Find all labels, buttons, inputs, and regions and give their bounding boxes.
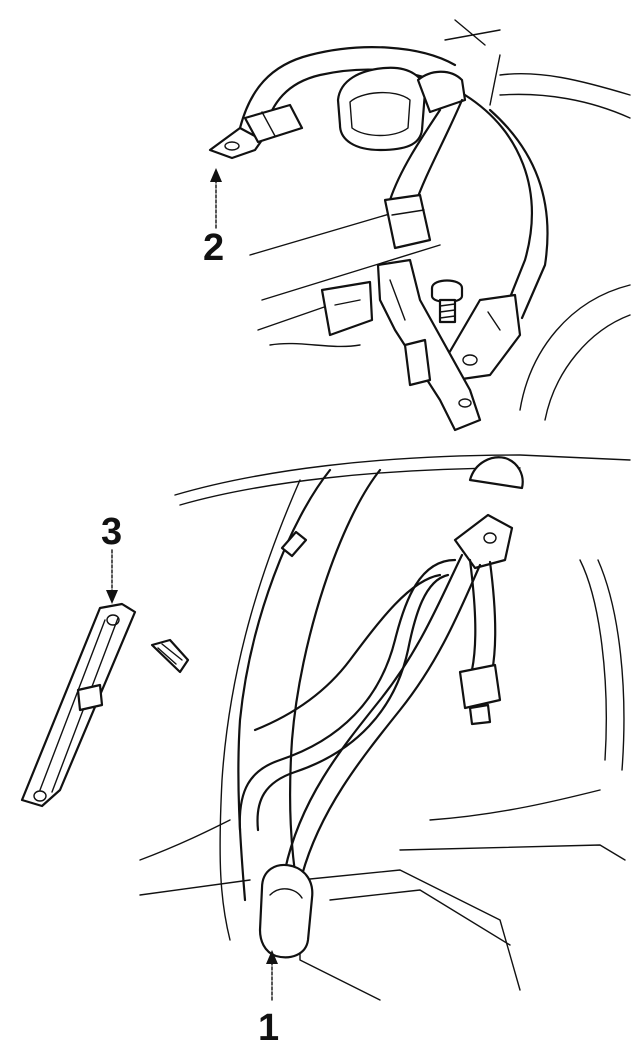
callout-2: 2 [203,227,224,269]
callout-arrows [106,168,278,1001]
rear-seat-belt-assembly [208,19,631,432]
callout-3: 3 [101,511,122,553]
part-3-bracket [20,602,190,808]
front-seat-belt-assembly [139,454,631,1001]
callout-1: 1 [258,1007,279,1049]
